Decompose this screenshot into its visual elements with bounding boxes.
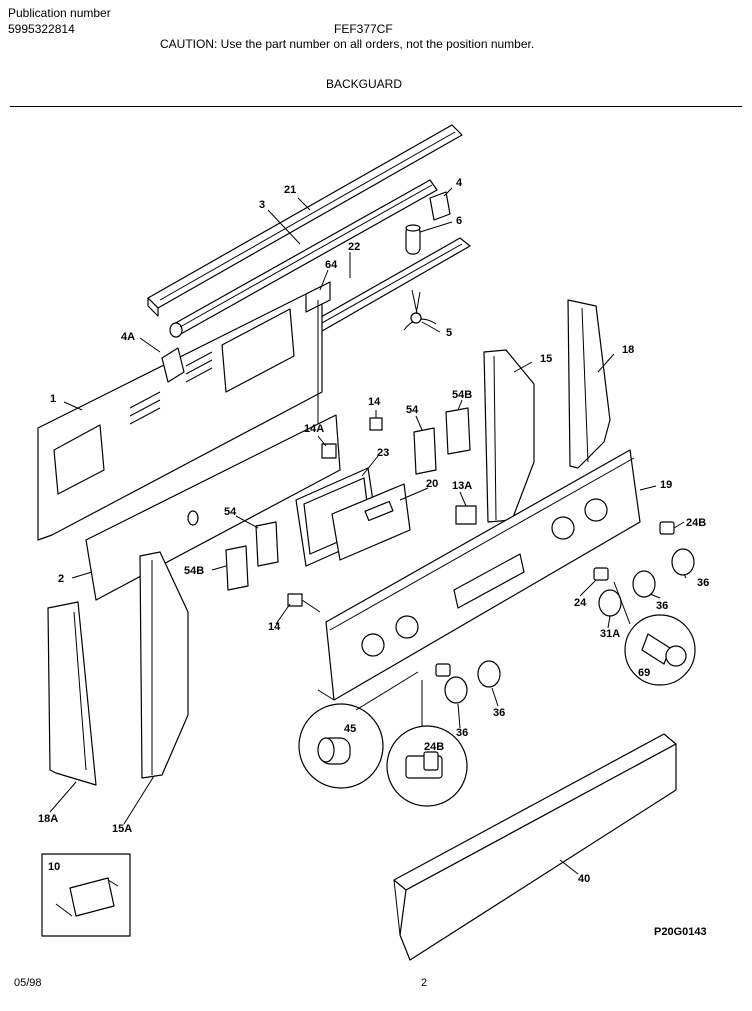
part-21-top-trim — [147, 124, 463, 317]
inset-24B-switch-detail — [386, 680, 468, 807]
callout-36-bottom: 36 — [456, 727, 468, 739]
part-36-knob-mid — [632, 570, 656, 598]
callout-36-low: 36 — [493, 707, 505, 719]
callout-15: 15 — [540, 353, 552, 365]
callout-54B-upper: 54B — [452, 389, 472, 401]
inset-69-screw — [613, 581, 696, 686]
part-24B-rocker-switch-lower — [435, 663, 451, 677]
part-4A-end-cap — [161, 347, 185, 383]
callout-14-lower: 14 — [268, 621, 281, 633]
callout-20: 20 — [426, 478, 438, 490]
section-title: BACKGUARD — [326, 77, 403, 91]
part-19-control-panel — [317, 449, 641, 701]
part-18-side-bracket — [567, 299, 611, 469]
callout-40: 40 — [578, 873, 590, 885]
page-number: 2 — [421, 977, 428, 989]
inset-10-box — [41, 853, 131, 937]
callout-24B-inset: 24B — [424, 741, 444, 753]
callout-18: 18 — [622, 344, 634, 356]
callout-labels: 21 3 4 6 22 64 4A 5 15 18 1 14 54B 54 14… — [38, 177, 709, 885]
callout-6: 6 — [456, 215, 462, 227]
part-20-electronic-clock — [331, 483, 411, 561]
callout-5: 5 — [446, 327, 452, 339]
leader-lines — [49, 187, 687, 875]
callout-45: 45 — [344, 723, 356, 735]
model-number: FEF377CF — [334, 22, 393, 36]
part-31A-knob — [598, 589, 622, 617]
callout-1: 1 — [50, 393, 56, 405]
part-36-knob-bottom — [444, 676, 468, 704]
part-24-rocker-switch — [593, 567, 609, 581]
callout-4: 4 — [456, 177, 463, 189]
part-3-tube — [169, 179, 438, 338]
callout-54B-lower: 54B — [184, 565, 204, 577]
part-14-switch-lower — [287, 593, 321, 613]
part-13A-block — [455, 505, 477, 525]
part-14-switch-upper — [369, 417, 383, 431]
inset-45-knob-detail — [298, 671, 419, 789]
callout-3: 3 — [259, 199, 265, 211]
part-54-switch-upper — [413, 427, 437, 475]
callout-14A: 14A — [304, 423, 324, 435]
callout-24: 24 — [574, 597, 587, 609]
part-24B-rocker-switch — [659, 521, 675, 535]
callout-2: 2 — [58, 573, 64, 585]
part-14A-switch — [321, 443, 337, 459]
part-54B-switch-upper — [445, 407, 471, 455]
part-15-side-bracket — [483, 349, 535, 523]
callout-19: 19 — [660, 479, 672, 491]
callout-24B: 24B — [686, 517, 706, 529]
callout-54-upper: 54 — [406, 404, 419, 416]
callout-4A: 4A — [121, 331, 135, 343]
callout-23: 23 — [377, 447, 389, 459]
callout-36-right: 36 — [697, 577, 709, 589]
header-divider — [10, 106, 742, 107]
part-15A-side-bracket — [139, 551, 189, 779]
callout-64: 64 — [325, 259, 338, 271]
callout-54-lower: 54 — [224, 506, 237, 518]
part-1-backguard-panel — [37, 285, 323, 541]
part-6-starter — [405, 224, 421, 255]
part-40-lower-trim — [393, 733, 677, 961]
part-54-switch-lower — [255, 521, 279, 567]
callout-31A: 31A — [600, 628, 620, 640]
part-54B-switch-lower — [225, 545, 249, 591]
callout-18A: 18A — [38, 813, 58, 825]
callout-22: 22 — [348, 241, 360, 253]
caution-notice: CAUTION: Use the part number on all orde… — [160, 37, 535, 51]
part-4-socket — [429, 191, 451, 221]
part-18A-side-bracket — [47, 601, 97, 786]
drawing-code: P20G0143 — [654, 926, 707, 938]
callout-14-upper: 14 — [368, 396, 381, 408]
publication-date: 05/98 — [14, 977, 42, 989]
publication-number-label: Publication number — [8, 6, 111, 20]
part-5-wire-lead — [403, 289, 437, 331]
callout-13A: 13A — [452, 480, 472, 492]
callout-10: 10 — [48, 861, 60, 873]
callout-69: 69 — [638, 667, 650, 679]
part-36-knob-low — [477, 660, 501, 688]
part-36-knob-right — [671, 548, 695, 576]
publication-number: 5995322814 — [8, 22, 75, 36]
callout-21: 21 — [284, 184, 296, 196]
callout-15A: 15A — [112, 823, 132, 835]
callout-36-mid: 36 — [656, 600, 668, 612]
